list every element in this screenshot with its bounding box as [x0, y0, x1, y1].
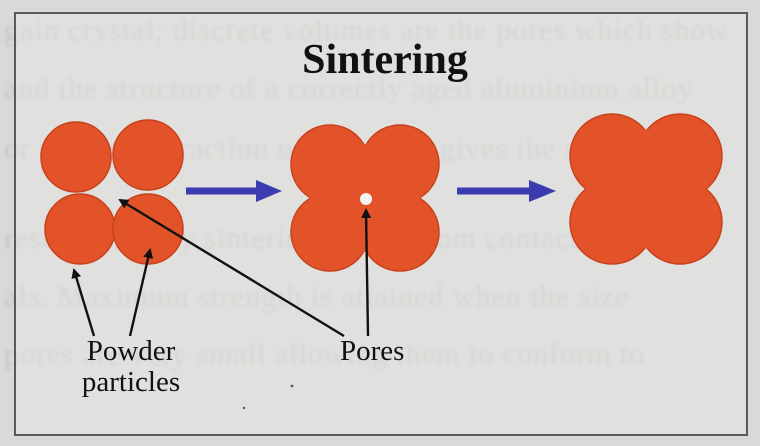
necked-particles-group [291, 125, 439, 271]
process-arrow-1 [186, 180, 282, 202]
powder-particle [113, 120, 183, 190]
powder-label-line1: Powder [66, 336, 196, 367]
loose-powder-group [41, 120, 183, 264]
pointer-powder-1 [74, 270, 94, 336]
pore [360, 193, 372, 205]
speck [291, 385, 294, 388]
powder-label-line2: particles [66, 367, 196, 398]
powder-particle [45, 194, 115, 264]
speck [243, 407, 245, 409]
pores-label: Pores [340, 336, 404, 367]
powder-particles-label: Powder particles [66, 336, 196, 398]
powder-particle [41, 122, 111, 192]
dense-body-group [570, 114, 722, 264]
process-arrow-2 [457, 180, 556, 202]
